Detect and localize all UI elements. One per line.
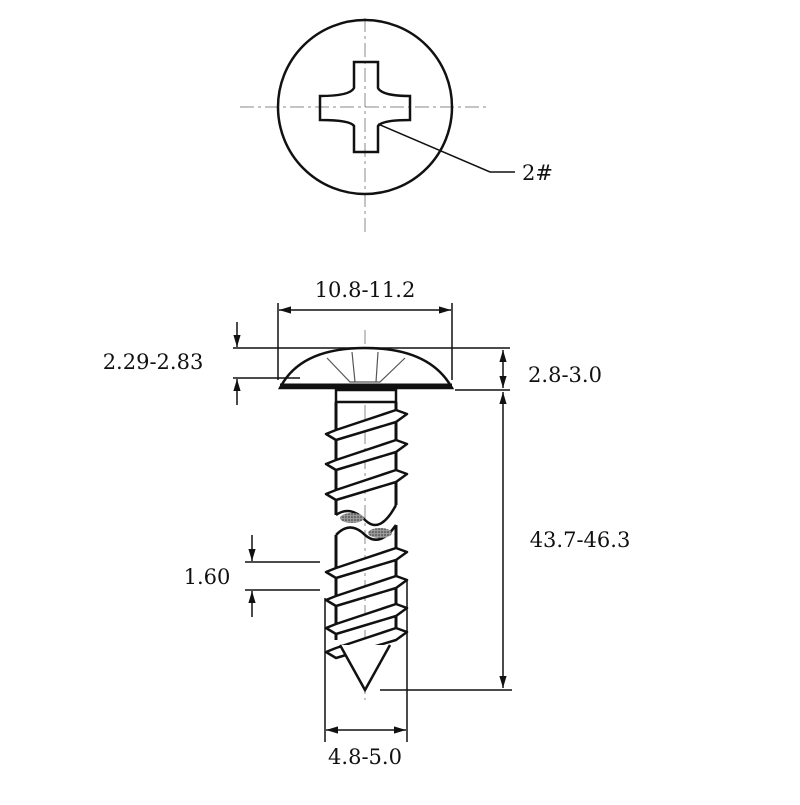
drive-size-label: 2# xyxy=(522,161,553,185)
dimensions xyxy=(233,303,512,742)
thread-diameter-label: 4.8-5.0 xyxy=(328,745,402,769)
thread-crest xyxy=(324,546,409,580)
break-line-upper xyxy=(335,504,398,527)
threads xyxy=(324,408,409,660)
head-diameter-label: 10.8-11.2 xyxy=(315,278,416,302)
thread-crest xyxy=(324,574,409,608)
top-view: 2# xyxy=(240,18,553,232)
shank-neck xyxy=(334,388,398,404)
recess-lines xyxy=(326,351,406,383)
thread-crest xyxy=(324,408,409,442)
leader-line xyxy=(377,123,515,173)
shank-body xyxy=(334,402,398,640)
side-view xyxy=(277,330,455,700)
break-hatch xyxy=(368,528,392,538)
break-hatch xyxy=(340,513,364,523)
washer-height-label: 2.8-3.0 xyxy=(528,363,602,387)
phillips-cross-icon xyxy=(318,60,412,154)
thread-crest xyxy=(324,602,409,636)
pitch-label: 1.60 xyxy=(184,565,231,589)
thread-crest xyxy=(324,468,409,502)
head-height-label: 2.29-2.83 xyxy=(103,350,204,374)
thread-crest xyxy=(324,438,409,472)
length-label: 43.7-46.3 xyxy=(530,528,631,552)
screw-tip xyxy=(338,644,392,693)
head-outline xyxy=(276,18,454,196)
